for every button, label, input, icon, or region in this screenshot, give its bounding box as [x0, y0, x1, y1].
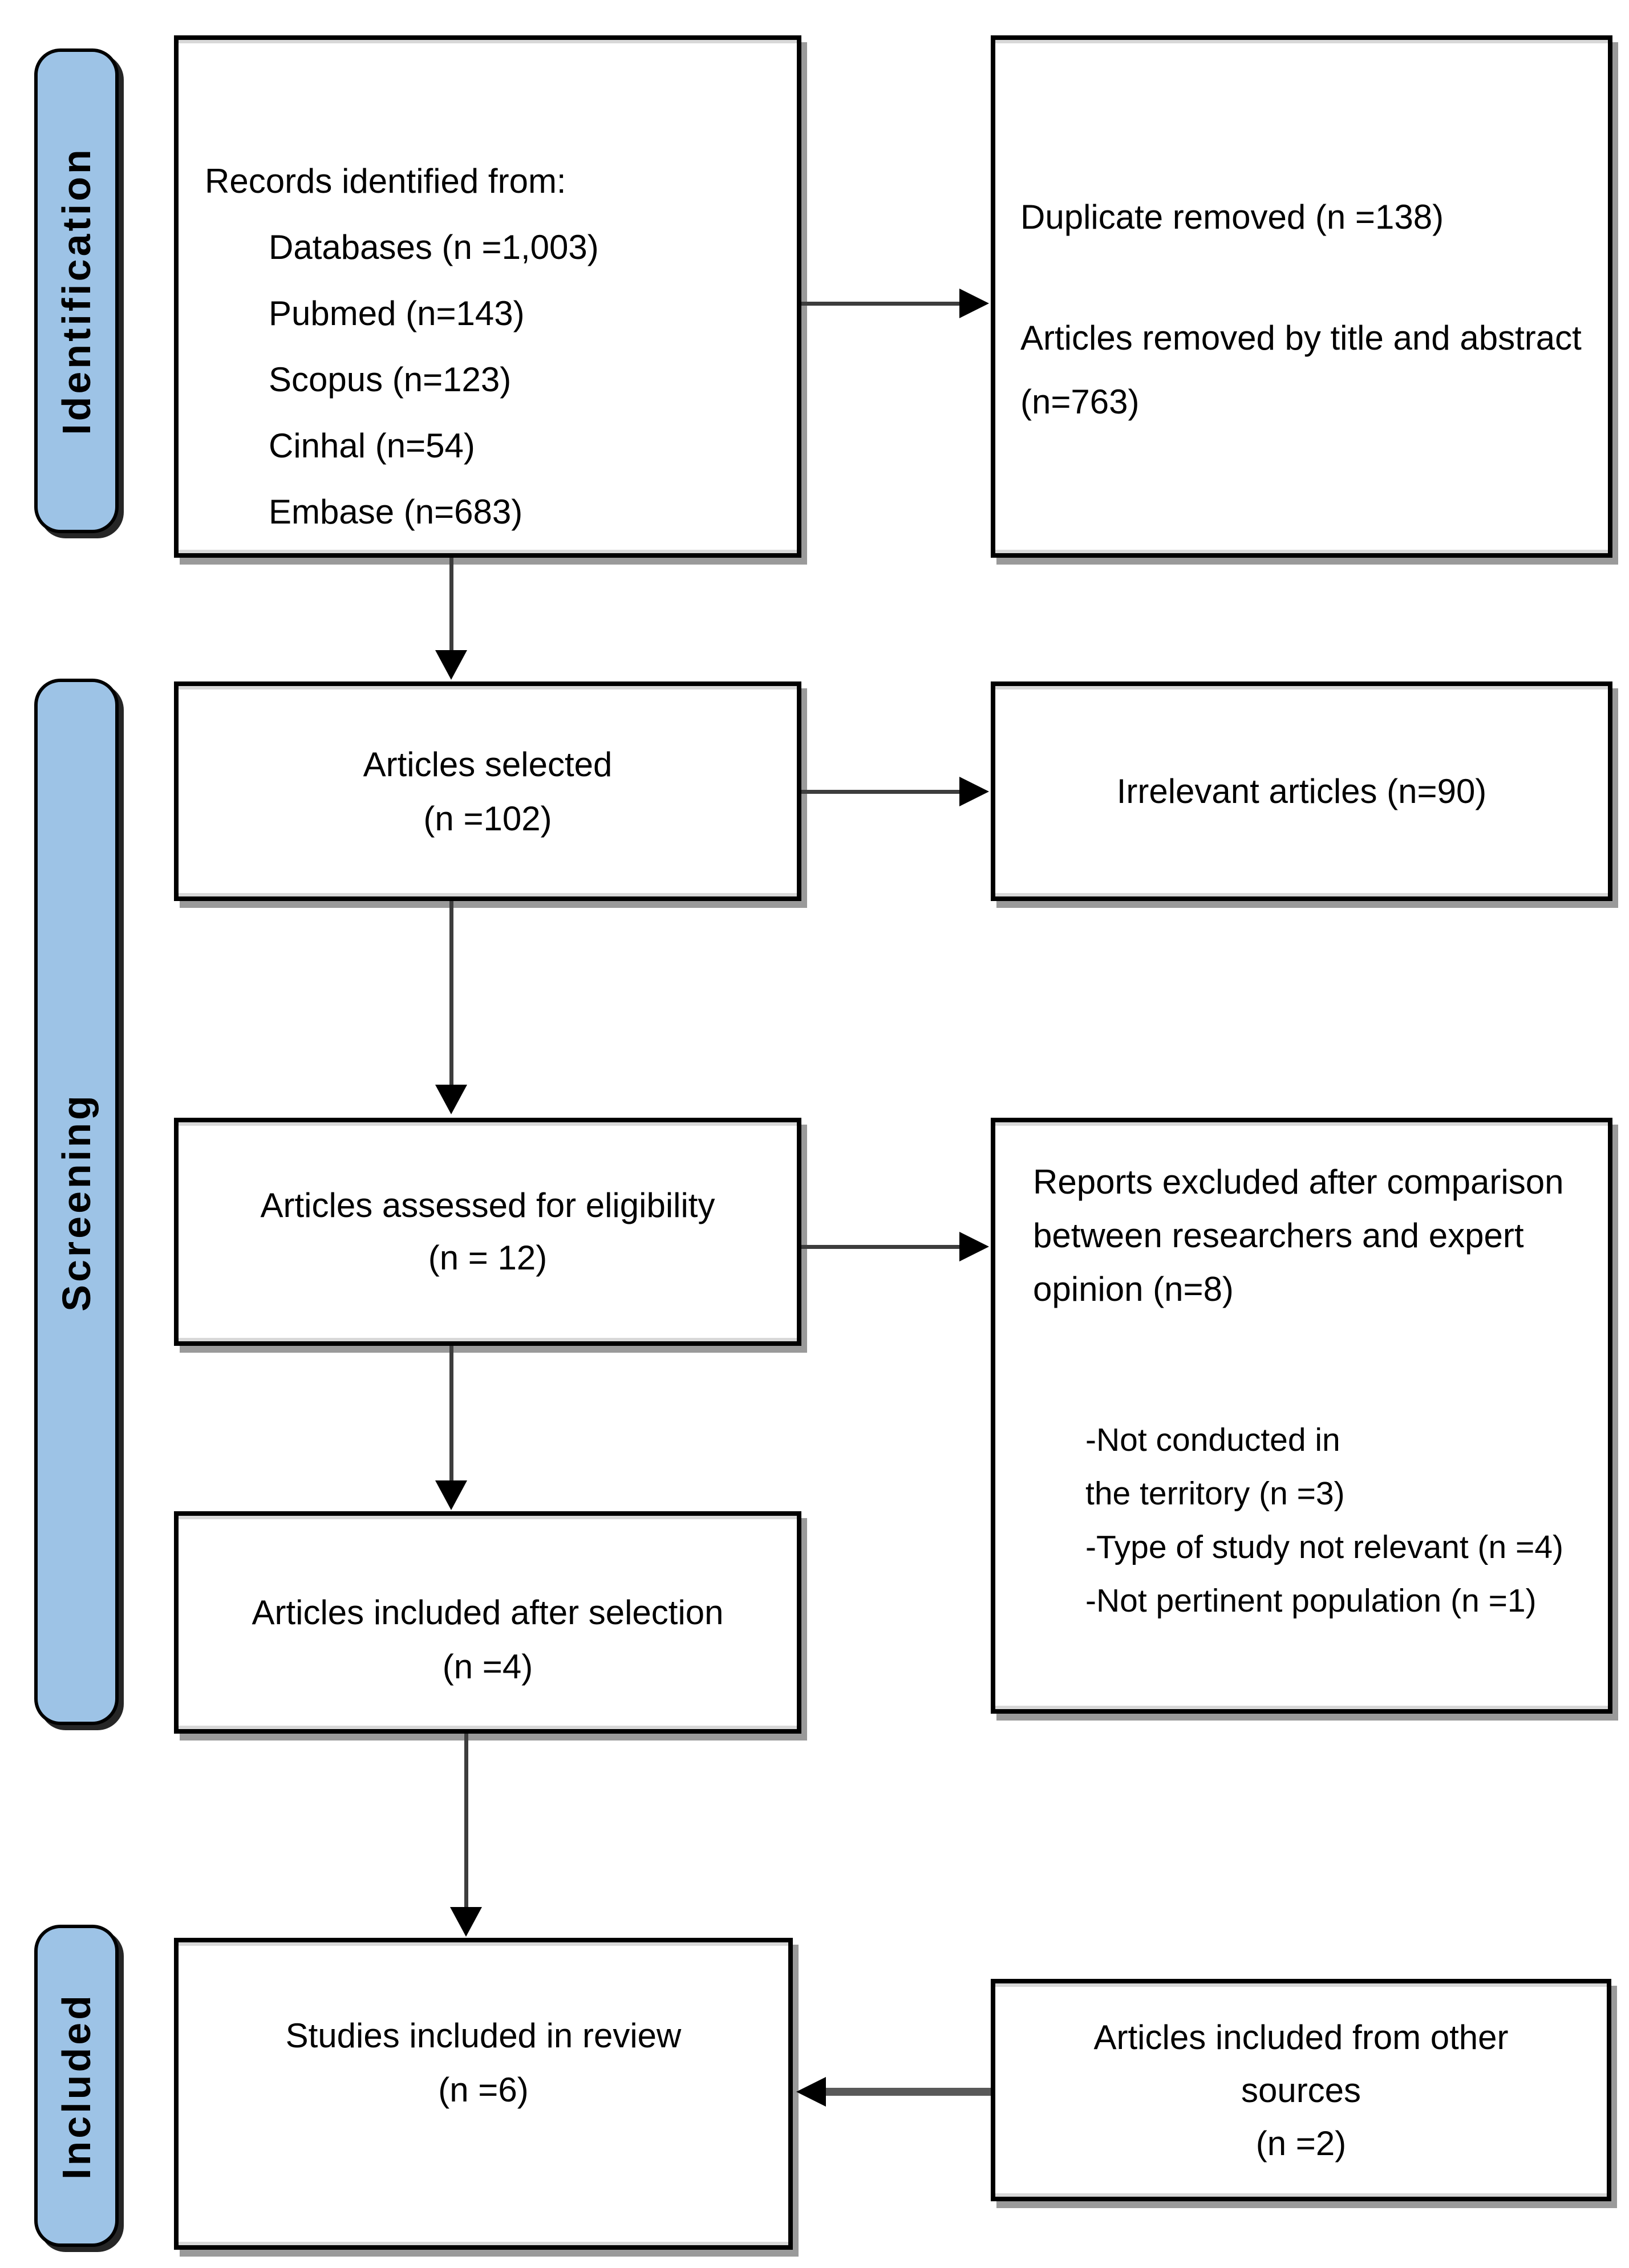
arrow-down-head-icon [450, 1907, 482, 1937]
records-item-embase: Embase (n=683) [269, 493, 523, 531]
articles-selected-count: (n =102) [423, 799, 552, 838]
records-item-pubmed: Pubmed (n=143) [269, 294, 525, 332]
reason-population: -Not pertinent population (n =1) [1085, 1583, 1537, 1619]
arrow-shaft [449, 1346, 453, 1480]
articles-selected-label: Articles selected [363, 745, 613, 784]
arrow-right-head-icon [959, 1232, 989, 1261]
arrow-down-head-icon [435, 650, 467, 680]
studies-included-label: Studies included in review [285, 2016, 682, 2055]
studies-included-count: (n =6) [438, 2070, 529, 2109]
records-item-cinhal: Cinhal (n=54) [269, 427, 475, 465]
removed-by-title-abstract-line: Articles removed by title and abstract (… [1020, 319, 1582, 421]
records-title: Records identified from: [205, 162, 566, 200]
arrow-down-head-icon [435, 1085, 467, 1114]
flow-box-reports-excluded: Reports excluded after comparison betwee… [991, 1118, 1612, 1714]
records-identified-text: Records identified from: Databases (n =1… [179, 40, 797, 545]
included-after-selection-label: Articles included after selection [252, 1593, 724, 1632]
included-after-selection-count: (n =4) [442, 1648, 533, 1686]
reason-not-conducted: -Not conducted in [1085, 1422, 1340, 1458]
records-item-scopus: Scopus (n=123) [269, 360, 512, 399]
flow-box-articles-assessed: Articles assessed for eligibility (n = 1… [174, 1118, 801, 1346]
arrow-shaft [449, 558, 453, 650]
arrow-shaft [464, 1734, 468, 1907]
arrow-right-head-icon [959, 289, 989, 318]
articles-assessed-count: (n = 12) [428, 1239, 548, 1277]
stage-tab-identification-label: Identification [54, 147, 99, 435]
flow-box-other-sources: Articles included from other sources (n … [991, 1979, 1611, 2201]
stage-tab-included: Included [34, 1925, 119, 2247]
duplicates-removed-text: Duplicate removed (n =138) Articles remo… [995, 40, 1608, 434]
stage-tab-included-label: Included [54, 1992, 99, 2180]
flow-box-records-identified: Records identified from: Databases (n =1… [174, 35, 801, 558]
flow-box-irrelevant-articles: Irrelevant articles (n=90) [991, 681, 1612, 901]
articles-assessed-label: Articles assessed for eligibility [260, 1186, 715, 1224]
arrow-right-head-icon [959, 777, 989, 806]
arrow-shaft [801, 302, 959, 306]
reports-excluded-text: Reports excluded after comparison betwee… [995, 1122, 1608, 1628]
reports-excluded-paragraph: Reports excluded after comparison betwee… [1033, 1163, 1564, 1308]
duplicates-line: Duplicate removed (n =138) [1020, 198, 1444, 236]
arrow-shaft [826, 2088, 991, 2096]
flow-box-articles-selected: Articles selected (n =102) [174, 681, 801, 901]
arrow-shaft [449, 901, 453, 1085]
other-sources-count: (n =2) [1255, 2124, 1347, 2162]
arrow-left-head-icon [796, 2077, 826, 2107]
arrow-down-head-icon [435, 1480, 467, 1510]
reason-not-conducted-cont: the territory (n =3) [1085, 1475, 1345, 1512]
records-item-databases: Databases (n =1,003) [269, 228, 599, 266]
flow-box-included-after-selection: Articles included after selection (n =4) [174, 1511, 801, 1734]
reason-study-type: -Type of study not relevant (n =4) [1085, 1529, 1564, 1565]
arrow-shaft [801, 790, 959, 794]
arrow-shaft [801, 1245, 959, 1249]
stage-tab-screening-label: Screening [54, 1092, 99, 1312]
stage-tab-screening: Screening [34, 679, 119, 1725]
other-sources-label: Articles included from other sources [1093, 2018, 1509, 2109]
flow-box-studies-included: Studies included in review (n =6) [174, 1938, 793, 2250]
stage-tab-identification: Identification [34, 48, 119, 533]
reports-excluded-reasons: -Not conducted in the territory (n =3) -… [1085, 1413, 1585, 1628]
irrelevant-articles-label: Irrelevant articles (n=90) [1116, 772, 1487, 810]
flow-box-duplicates-removed: Duplicate removed (n =138) Articles remo… [991, 35, 1612, 558]
